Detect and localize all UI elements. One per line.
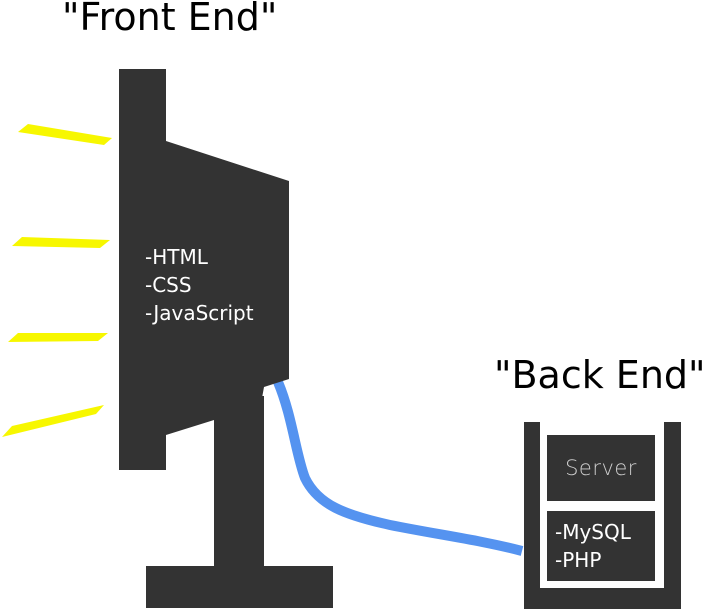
monitor-neck xyxy=(214,396,264,570)
server-label: Server xyxy=(565,456,637,480)
server-rack xyxy=(524,422,681,609)
front-end-title: "Front End" xyxy=(62,0,278,39)
tech-item-mysql: -MySQL xyxy=(555,520,631,544)
server-unit-top xyxy=(547,435,655,501)
light-ray-3 xyxy=(8,333,108,342)
tech-item-php: -PHP xyxy=(555,548,602,572)
back-end-title: "Back End" xyxy=(494,353,706,397)
light-ray-4 xyxy=(2,405,104,437)
front-end-tech-list: -HTML -CSS -JavaScript xyxy=(145,243,254,327)
back-end-tech-list: -MySQL -PHP xyxy=(555,518,631,574)
tech-item-javascript: -JavaScript xyxy=(145,301,254,325)
tech-item-css: -CSS xyxy=(145,273,192,297)
light-ray-2 xyxy=(12,237,110,248)
tech-item-html: -HTML xyxy=(145,245,208,269)
light-rays xyxy=(2,124,112,437)
light-ray-1 xyxy=(18,124,112,145)
monitor xyxy=(119,69,333,608)
server-unit-bottom xyxy=(547,511,655,581)
network-cable xyxy=(273,380,524,556)
monitor-base xyxy=(146,566,333,608)
monitor-body xyxy=(119,69,289,470)
